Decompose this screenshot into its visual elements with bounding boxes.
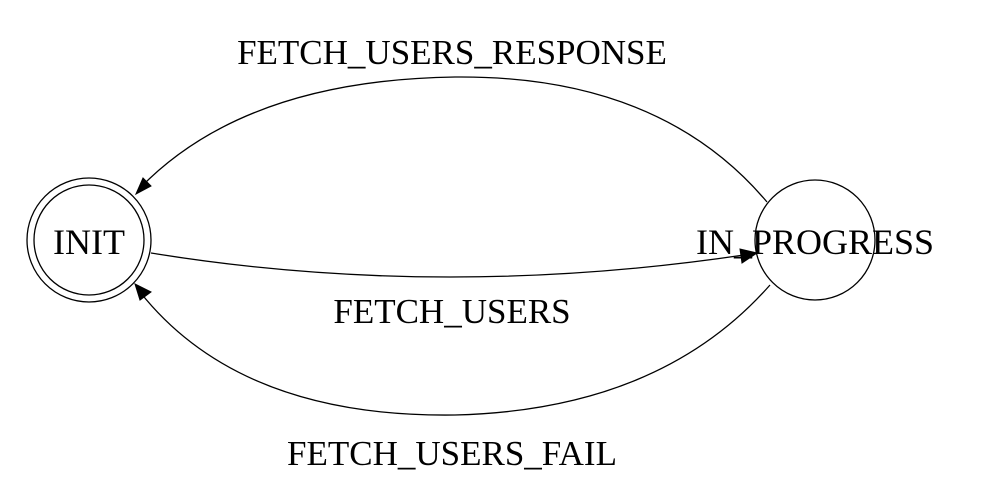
transition-fetch-users-label: FETCH_USERS: [333, 292, 570, 331]
transition-fetch-users[interactable]: FETCH_USERS: [150, 248, 759, 331]
transition-fetch-users-arc: [150, 252, 745, 278]
state-in-progress-label: IN_PROGRESS: [696, 222, 934, 262]
transition-fetch-users-response[interactable]: FETCH_USERS_RESPONSE: [134, 33, 768, 203]
transition-fetch-users-fail-arrowhead: [134, 283, 152, 301]
state-init[interactable]: INIT: [26, 177, 152, 303]
transition-fetch-users-response-arc: [139, 76, 768, 203]
transition-fetch-users-arrowhead: [739, 248, 759, 264]
transition-fetch-users-fail-arc: [139, 284, 771, 416]
transition-fetch-users-fail[interactable]: FETCH_USERS_FAIL: [134, 283, 771, 473]
state-init-outer-ring: [26, 177, 152, 303]
state-in-progress[interactable]: IN_PROGRESS: [696, 179, 934, 301]
transition-fetch-users-response-label: FETCH_USERS_RESPONSE: [237, 33, 667, 72]
state-init-inner-ring: [33, 184, 145, 296]
state-init-label: INIT: [53, 222, 125, 262]
transition-fetch-users-fail-label: FETCH_USERS_FAIL: [287, 434, 617, 473]
state-in-progress-circle: [754, 179, 876, 301]
transition-fetch-users-response-arrowhead: [134, 177, 152, 196]
